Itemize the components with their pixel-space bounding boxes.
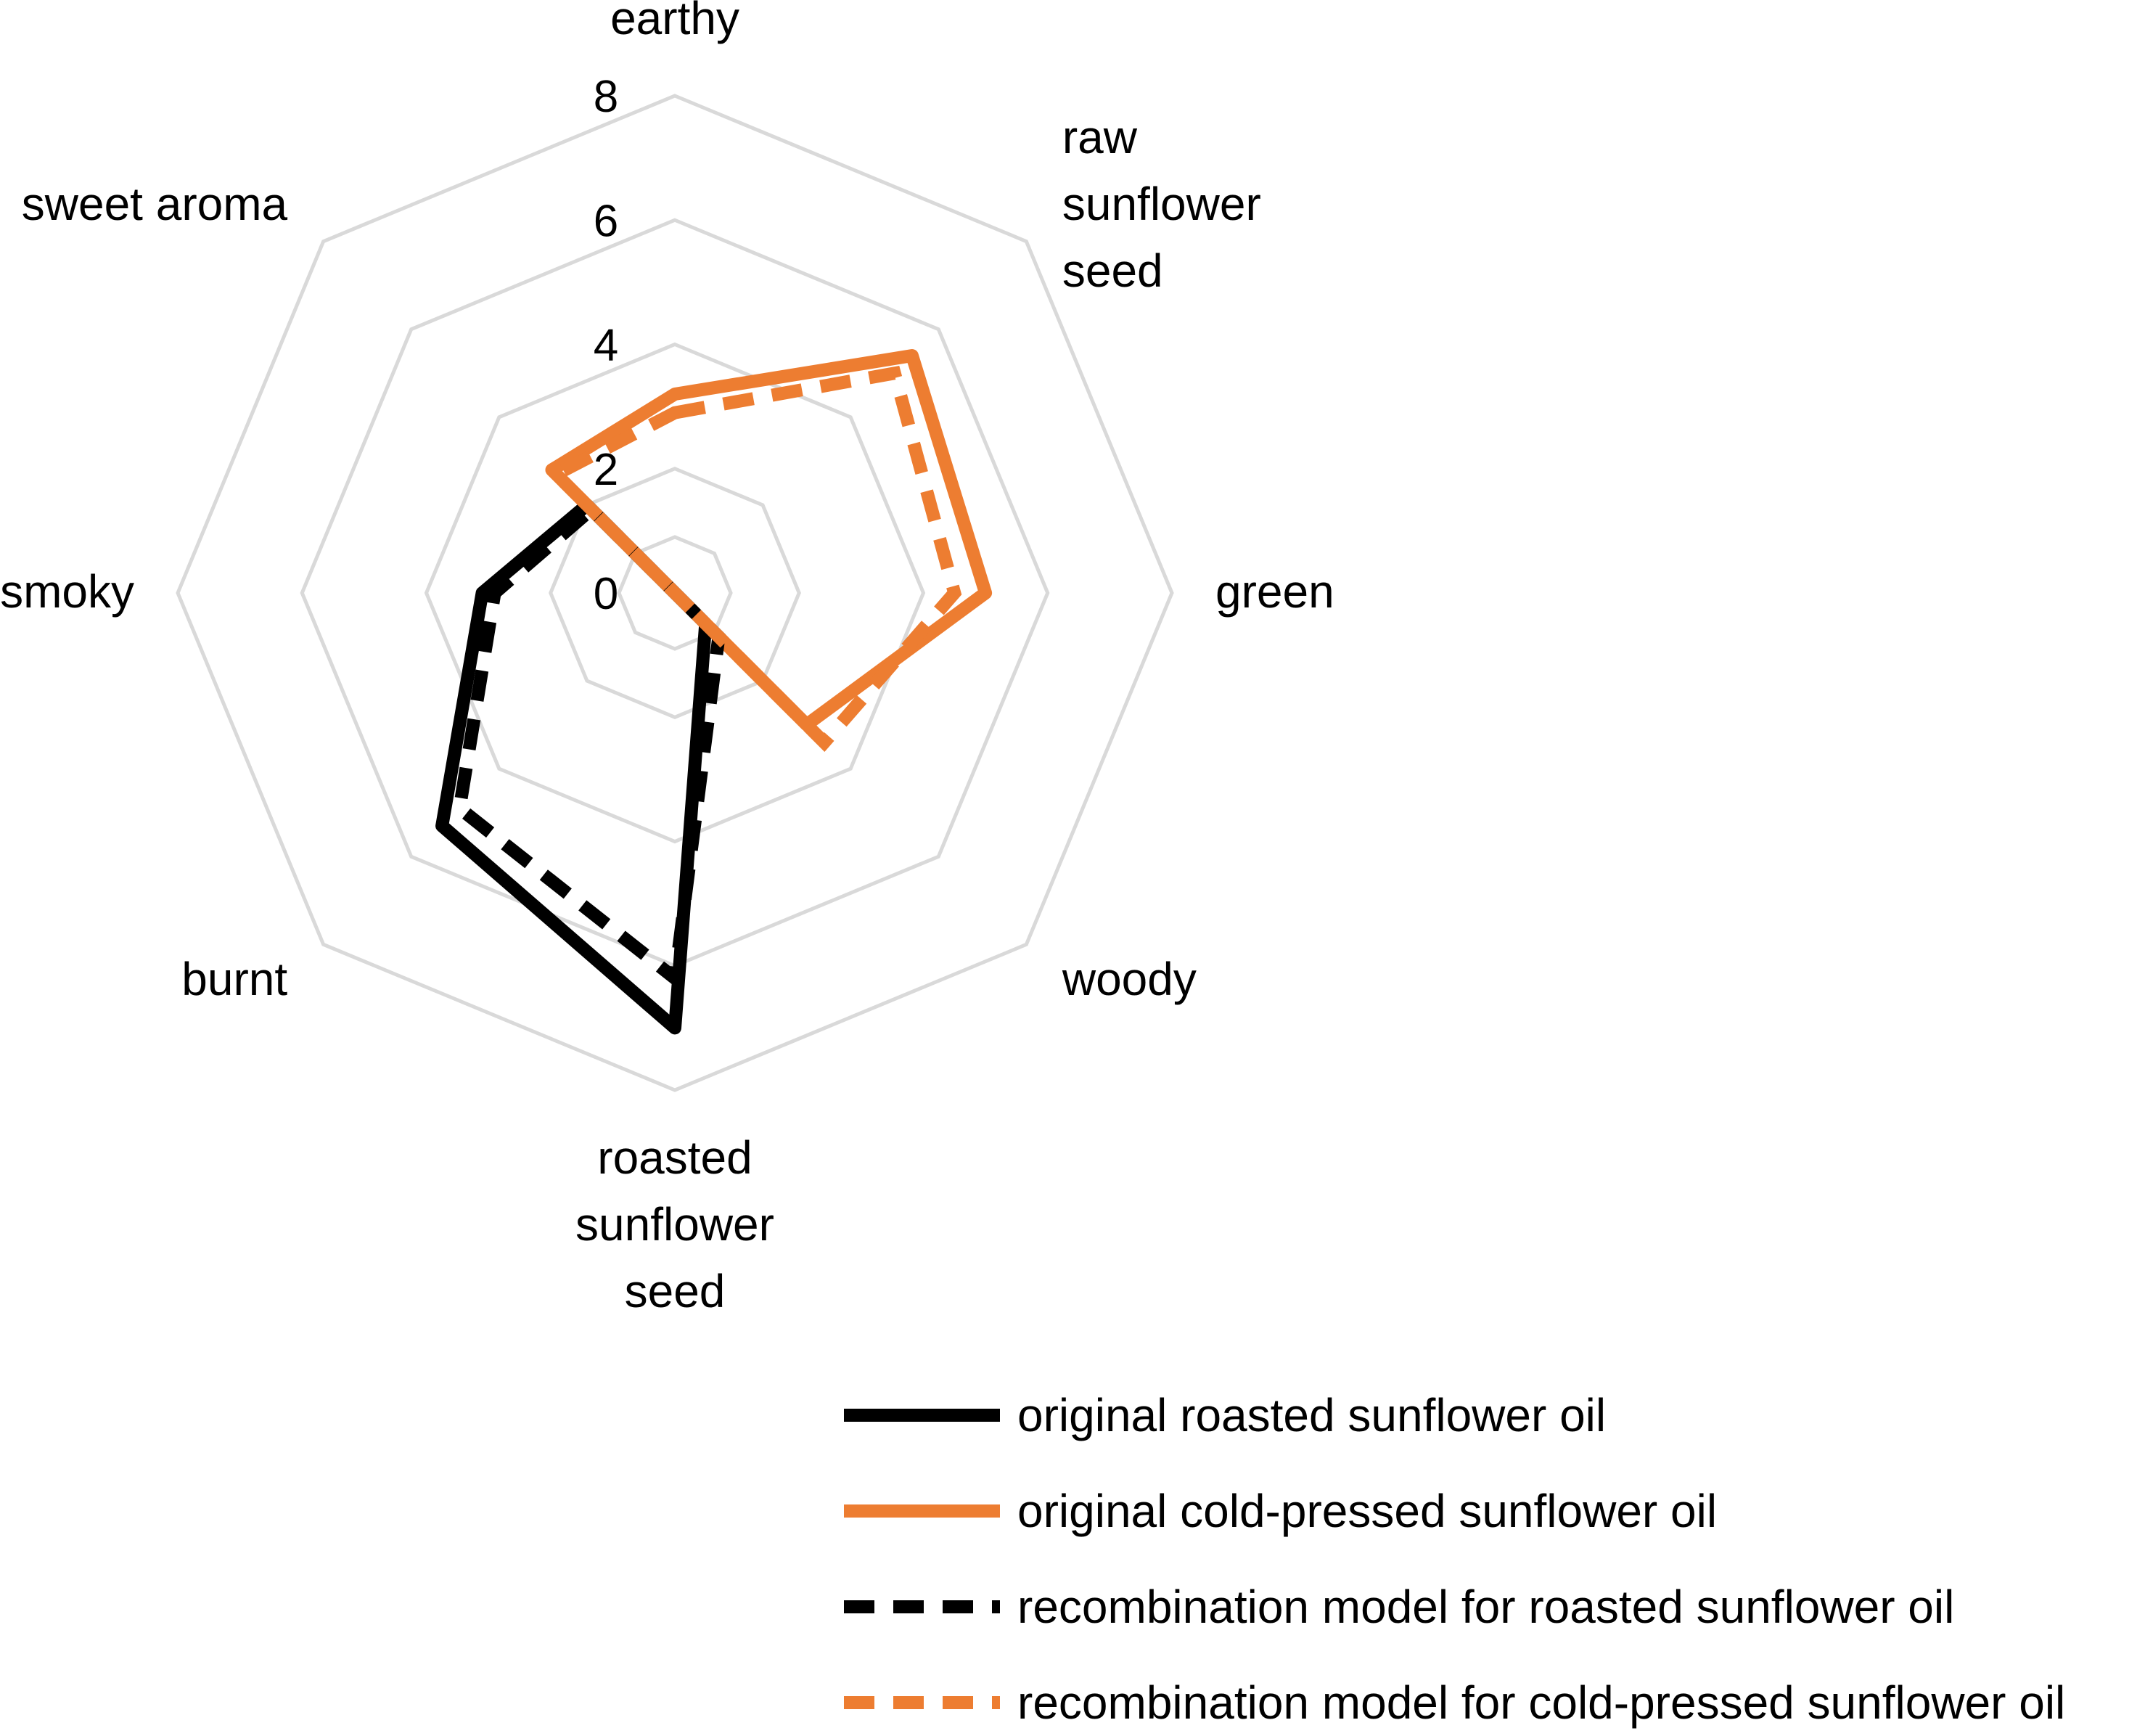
grid-ring-0	[617, 535, 733, 651]
series-line-2	[545, 349, 993, 732]
grid-ring-4	[424, 342, 926, 844]
grid-ring-8	[176, 94, 1174, 1092]
axis-label-6-line-0: smoky	[0, 565, 134, 618]
radial-tick-labels: 0 2 4 6 8	[594, 72, 618, 619]
series-line-4	[545, 365, 962, 753]
tick-label-4: 4	[594, 321, 618, 371]
axis-label-1-line-2: seed	[1062, 245, 1163, 297]
grid-ring-2	[549, 467, 801, 719]
legend: original roasted sunflower oil original c…	[844, 1389, 2065, 1729]
tick-label-2: 2	[594, 445, 618, 495]
legend-label-1: original roasted sunflower oil	[1017, 1389, 1606, 1441]
tick-label-6: 6	[594, 196, 618, 246]
legend-label-4: recombination model for cold-pressed sun…	[1017, 1676, 2065, 1729]
legend-label-3: recombination model for roasted sunflowe…	[1017, 1581, 1954, 1633]
axis-label-1-line-0: raw	[1062, 111, 1138, 163]
axis-label-4-line-2: seed	[625, 1265, 726, 1317]
axis-label-4-line-1: sunflower	[575, 1198, 774, 1250]
radar-series	[435, 349, 993, 1035]
axis-labels: earthy raw sunflower seed green woody roasted s…	[0, 0, 1334, 1317]
axis-label-3-line-0: woody	[1062, 953, 1197, 1005]
axis-label-0-line-0: earthy	[610, 0, 739, 44]
axis-label-7-line-0: sweet aroma	[22, 178, 288, 230]
legend-label-2: original cold-pressed sunflower oil	[1017, 1485, 1717, 1537]
axis-label-1-line-1: sunflower	[1062, 178, 1261, 230]
axis-label-4-line-0: roasted	[597, 1131, 752, 1184]
tick-label-8: 8	[594, 72, 618, 122]
axis-label-5-line-0: burnt	[181, 953, 287, 1005]
tick-label-0: 0	[594, 569, 618, 619]
axis-label-2-line-0: green	[1215, 565, 1334, 618]
